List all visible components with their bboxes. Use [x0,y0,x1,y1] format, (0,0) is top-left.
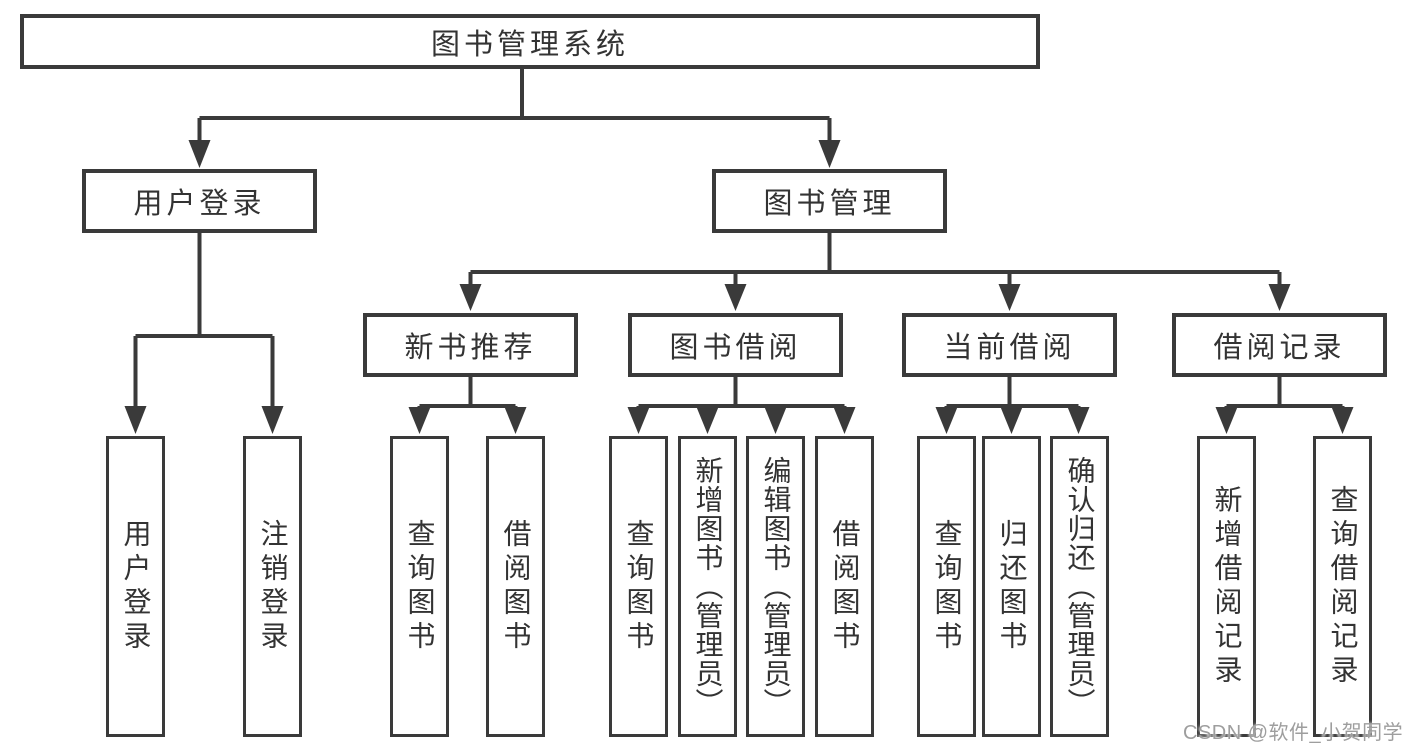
arrow-down-icon [998,284,1021,311]
leaf-user-login: 用户登录 [106,436,165,737]
connector-new-book-children [408,377,527,434]
node-root: 图书管理系统 [20,14,1040,69]
leaf-borrow-query-books: 查询图书 [609,436,668,737]
node-borrowing-records: 借阅记录 [1172,313,1387,377]
arrow-down-icon [504,407,527,434]
connector-line [636,377,847,412]
arrow-down-icon [1067,407,1090,434]
arrow-down-icon [408,407,431,434]
arrow-down-icon [1331,407,1354,434]
arrow-down-icon [696,407,719,434]
arrow-down-icon [459,284,482,311]
leaf-logout: 注销登录 [243,436,302,737]
arrow-down-icon [188,140,211,168]
leaf-current-query-books: 查询图书 [917,436,976,737]
connector-line [944,377,1081,412]
leaf-borrow-edit-books-admin: 编辑图书（管理员） [746,436,805,737]
leaf-current-return-books: 归还图书 [982,436,1041,737]
arrow-down-icon [627,407,650,434]
leaf-records-query-record: 查询借阅记录 [1313,436,1372,737]
node-new-book-recommendation: 新书推荐 [363,313,578,377]
leaf-borrow-borrow-books: 借阅图书 [815,436,874,737]
connector-line [1224,377,1345,412]
watermark-text: CSDN @软件_小贺同学 [1183,722,1404,744]
node-current-borrowing: 当前借阅 [902,313,1117,377]
arrow-down-icon [1000,407,1023,434]
connector-line [197,66,832,142]
connector-line [417,377,518,412]
arrow-down-icon [724,284,747,311]
arrow-down-icon [833,407,856,434]
arrow-down-icon [1268,284,1291,311]
leaf-newbook-query-books: 查询图书 [390,436,449,737]
node-user-login: 用户登录 [82,169,317,233]
leaf-records-add-record: 新增借阅记录 [1197,436,1256,737]
arrow-down-icon [1215,407,1238,434]
arrow-down-icon [935,407,958,434]
connector-line [133,233,275,410]
arrow-down-icon [818,140,841,168]
connector-current-borrow-children [935,377,1090,434]
connector-book-borrow-children [627,377,856,434]
leaf-newbook-borrow-books: 借阅图书 [486,436,545,737]
leaf-current-confirm-return-admin: 确认归还（管理员） [1050,436,1109,737]
connector-book-management-children [459,233,1291,311]
arrow-down-icon [764,407,787,434]
connector-user-login-children [124,233,284,434]
node-book-borrowing: 图书借阅 [628,313,843,377]
node-book-management: 图书管理 [712,169,947,233]
connector-line [468,233,1282,288]
leaf-borrow-add-books-admin: 新增图书（管理员） [678,436,737,737]
connector-root-to-branches [188,66,841,168]
arrow-down-icon [124,406,147,434]
arrow-down-icon [261,406,284,434]
connector-records-children [1215,377,1354,434]
